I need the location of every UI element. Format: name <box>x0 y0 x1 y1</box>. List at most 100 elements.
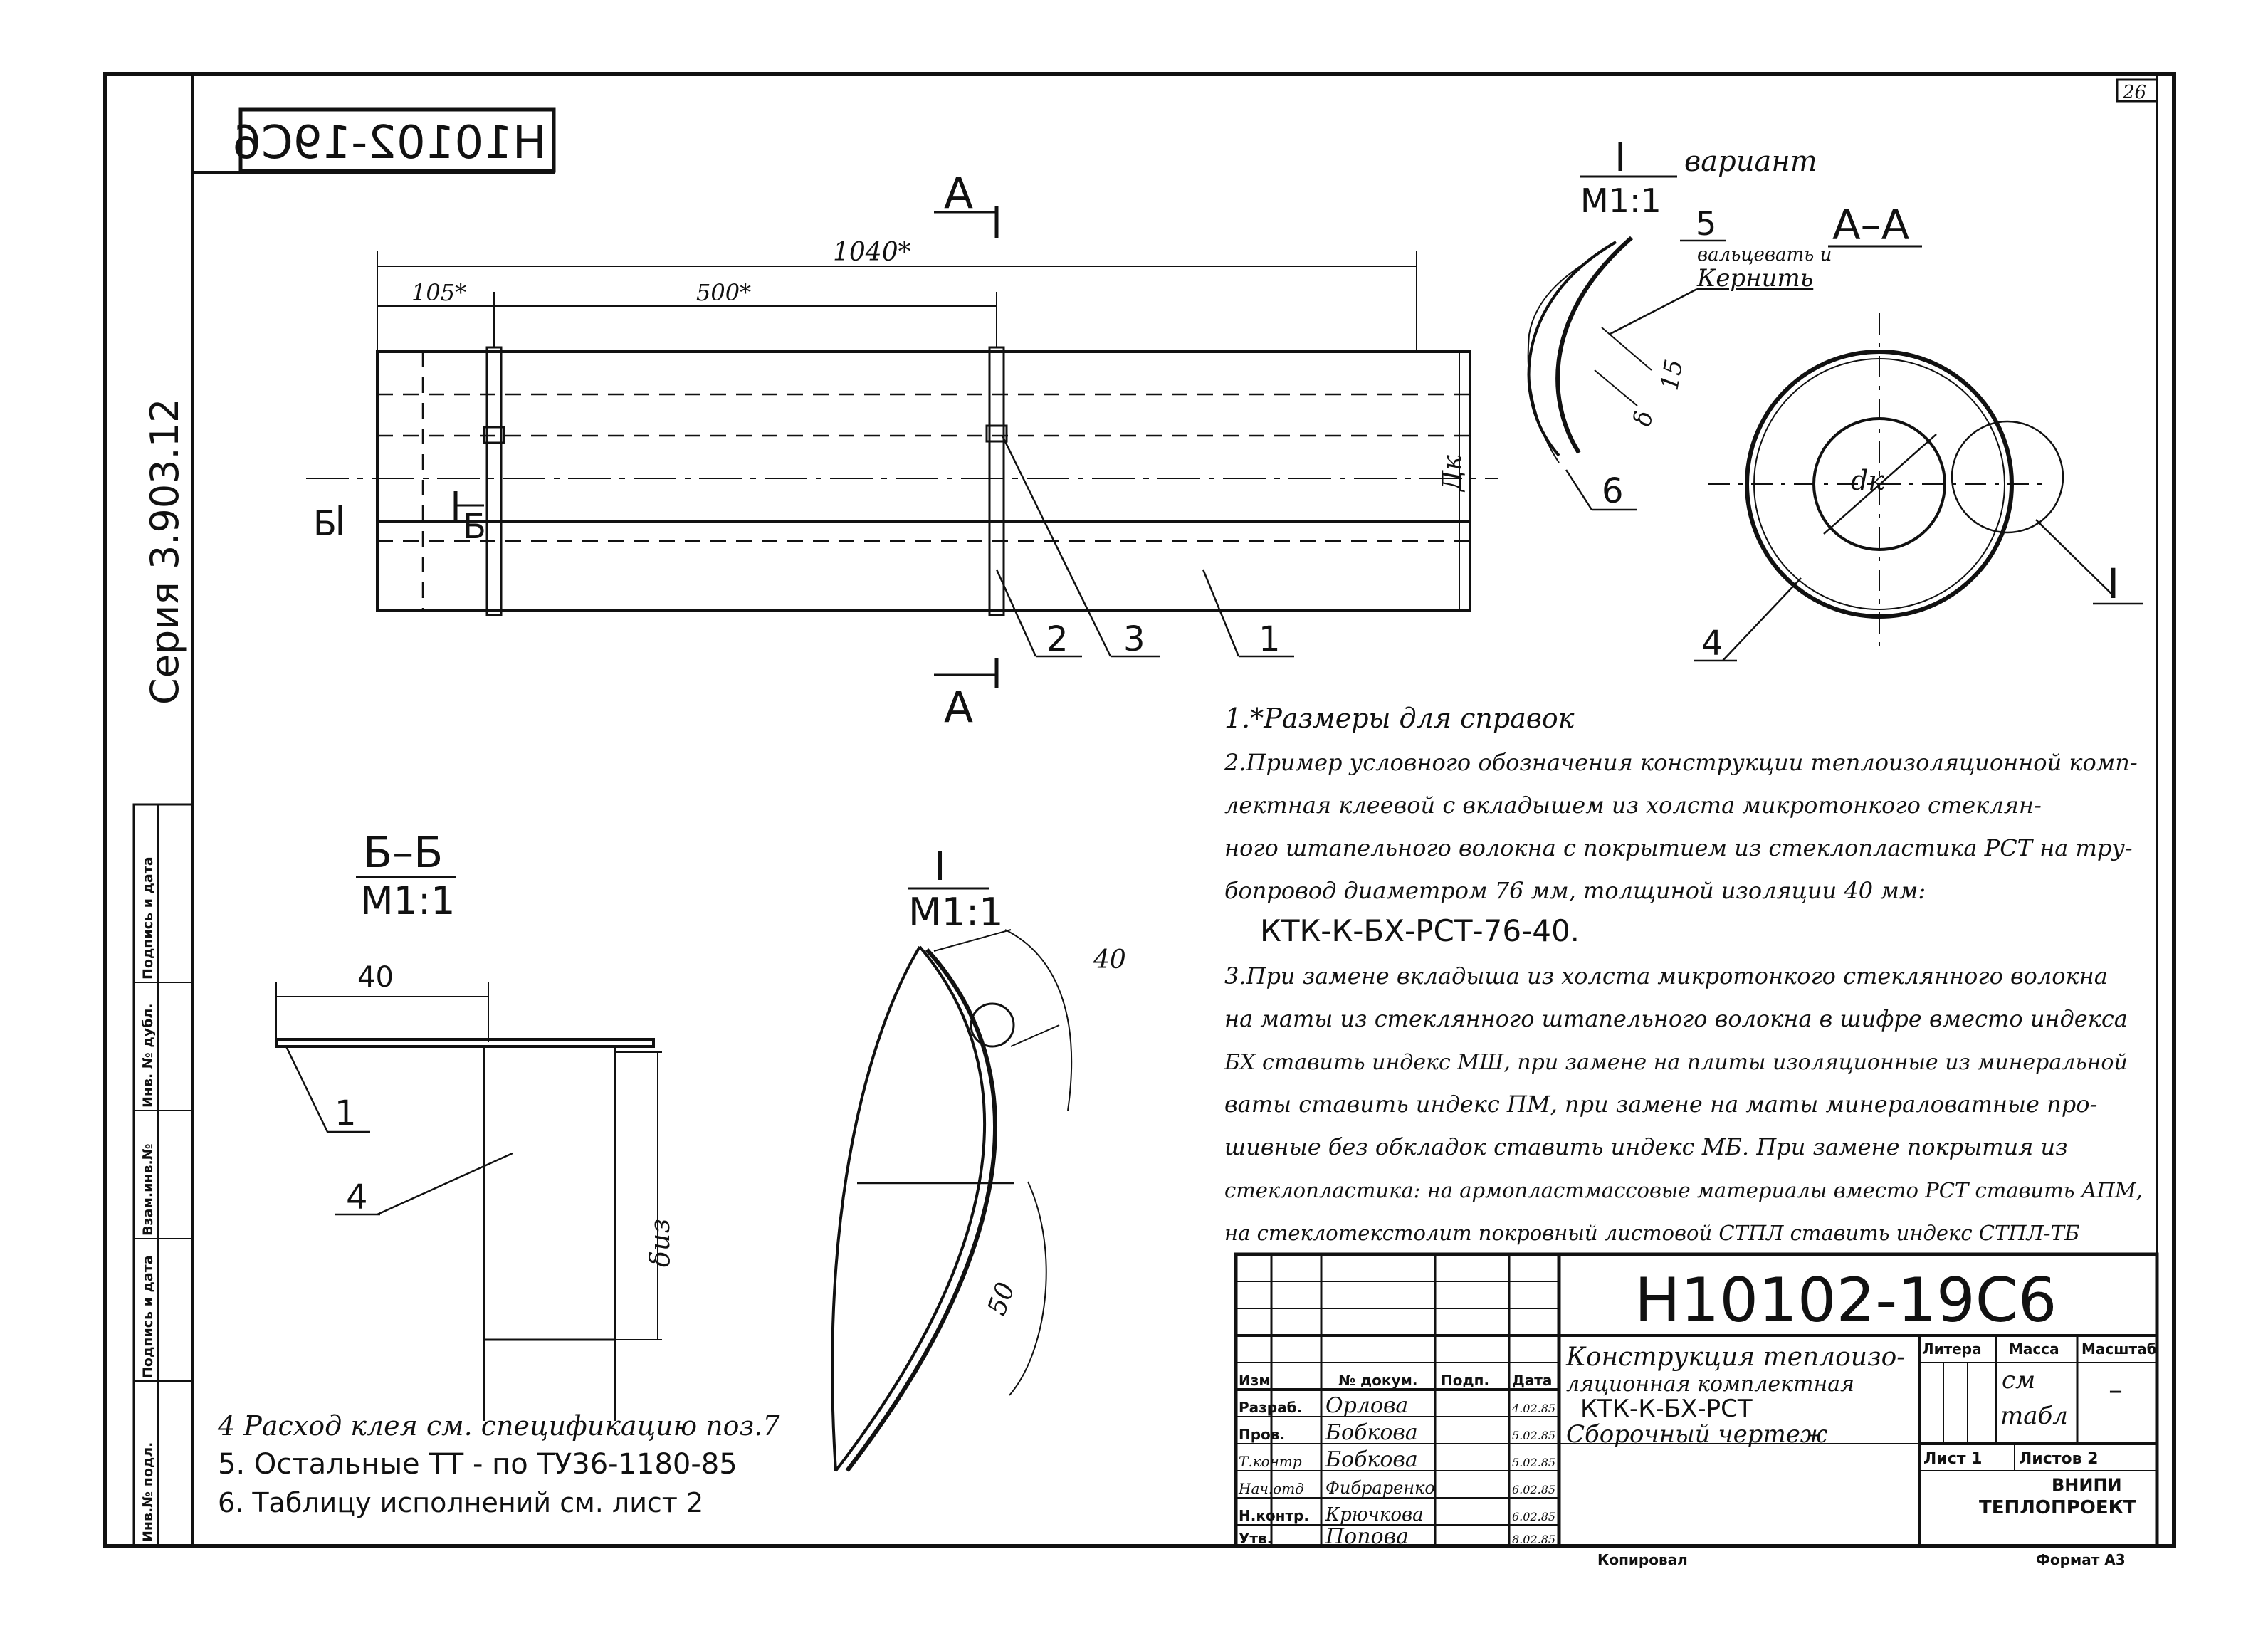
section-aa-pos-4: 4 <box>1701 624 1723 663</box>
massa-label: Масса <box>2009 1340 2059 1358</box>
copied-by-label: Копировал <box>1597 1551 1688 1568</box>
section-bb-insulation <box>483 1045 616 1341</box>
detail-i-dim-50: 50 <box>982 1279 1021 1319</box>
note-5: 5. Остальные ТТ - по ТУ36-1180-85 <box>218 1448 737 1481</box>
section-mark-b-left: Б <box>313 504 337 544</box>
detail-variant-dim-15: 15 <box>1655 357 1689 393</box>
detail-variant-num: I <box>1615 135 1627 181</box>
side-stamp-cell: Подпись и дата <box>140 1255 156 1378</box>
role-label: Т.контр <box>1239 1453 1302 1470</box>
role-label: Нач.отд <box>1238 1480 1304 1497</box>
section-bb-title: Б–Б <box>363 828 443 878</box>
callout-3: 3 <box>1123 619 1145 659</box>
section-bb-cover <box>275 1038 655 1048</box>
masshtab-value: – <box>2109 1374 2123 1407</box>
role-label: Разраб. <box>1239 1399 1302 1416</box>
callout-2: 2 <box>1046 619 1069 659</box>
detail-variant-label: вариант <box>1684 145 1817 178</box>
section-aa: А–А dк I 4 <box>1694 201 2143 663</box>
page-number: 26 <box>2122 82 2146 103</box>
litera-label: Литера <box>1922 1340 1982 1358</box>
detail-i-inner <box>834 945 987 1472</box>
massa-value-2: табл <box>2000 1402 2068 1430</box>
side-stamp-cell: Подпись и дата <box>140 856 156 980</box>
note-4: 4 Расход клея см. спецификацию поз.7 <box>217 1410 780 1442</box>
detail-i-outer <box>831 945 921 1471</box>
head-izm: Изм <box>1239 1372 1271 1389</box>
roll-note-1: вальцевать и <box>1697 244 1832 266</box>
outer-border <box>103 72 2176 1548</box>
title-code: Н10102-19С6 <box>1634 1265 2057 1336</box>
detail-i-weld <box>970 1002 1015 1048</box>
title-name-line-4: Сборочный чертеж <box>1566 1420 1828 1449</box>
role-date: 5.02.85 <box>1512 1456 1555 1469</box>
section-mark-a-bottom: А <box>944 683 973 733</box>
role-date: 4.02.85 <box>1511 1402 1555 1415</box>
section-bb-dim-biz: δиз <box>644 1219 676 1267</box>
note-3-line-1: 3.При замене вкладыша из холста микротон… <box>1224 962 2108 990</box>
listov-label: Листов 2 <box>2019 1450 2098 1468</box>
notes: 1.*Размеры для справок 2.Пример условног… <box>217 703 2143 1518</box>
note-3-line-6: стеклопластика: на армопластмассовые мат… <box>1224 1178 2143 1202</box>
org-line-2: ТЕПЛОПРОЕКТ <box>1979 1497 2136 1518</box>
title-name-line-2: ляционная комплектная <box>1566 1372 1854 1397</box>
side-stamp: Инв.№ подл. Подпись и дата Взам.инв.№ Ин… <box>132 803 194 1548</box>
mirrored-code: Н10102-19С6 <box>232 117 547 169</box>
side-stamp-cell: Инв.№ подл. <box>140 1442 156 1542</box>
role-name: Крючкова <box>1325 1504 1424 1526</box>
note-2-line-1: 2.Пример условного обозначения конструкц… <box>1224 749 2138 776</box>
pipe-outline <box>376 350 1471 612</box>
section-bb-scale: М1:1 <box>360 878 456 923</box>
note-2-line-3: ного штапельного волокна с покрытием из … <box>1224 834 2133 861</box>
list-label: Лист 1 <box>1923 1450 1982 1468</box>
note-3-line-3: БХ ставить индекс МШ, при замене на плит… <box>1224 1050 2128 1075</box>
detail-ref-i: I <box>2107 560 2119 608</box>
detail-variant-pos-6: 6 <box>1602 471 1624 511</box>
detail-i-scale: М1:1 <box>908 890 1004 935</box>
section-bb-pos-4: 4 <box>346 1177 368 1217</box>
detail-i-title: I <box>934 844 946 890</box>
head-doc: № докум. <box>1338 1372 1417 1389</box>
main-view: 1040* 105* 500* Дк А А Б Б 2 3 1 <box>306 169 1498 733</box>
section-bb-dim-40: 40 <box>357 961 394 994</box>
note-3-line-4: ваты ставить индекс ПМ, при замене на ма… <box>1224 1091 2097 1118</box>
side-stamp-cell: Взам.инв.№ <box>140 1143 156 1236</box>
note-1: 1.*Размеры для справок <box>1224 703 1575 734</box>
massa-value-1: см <box>2002 1366 2035 1395</box>
callout-1: 1 <box>1259 619 1281 659</box>
band-left <box>485 346 503 616</box>
note-2-line-2: лектная клеевой с вкладышем из холста ми… <box>1224 792 2042 819</box>
role-label: Н.контр. <box>1239 1507 1309 1524</box>
page-number-box <box>2116 78 2158 103</box>
dim-overall: 1040* <box>833 238 911 267</box>
role-label: Утв. <box>1239 1530 1272 1547</box>
format-label: Формат А3 <box>2036 1551 2126 1568</box>
section-aa-title: А–А <box>1832 201 1910 249</box>
roll-note-2: Кернить <box>1696 264 1813 293</box>
role-label: Пров. <box>1239 1426 1285 1443</box>
org-line-1: ВНИПИ <box>2052 1475 2122 1495</box>
note-3-line-2: на маты из стеклянного штапельного волок… <box>1224 1005 2128 1032</box>
detail-i: I М1:1 40 50 <box>831 844 1126 1472</box>
series-label: Серия 3.903.12 <box>142 399 187 705</box>
note-2-code: КТК-К-БХ-РСТ-76-40. <box>1260 913 1580 948</box>
section-mark-b-right: Б <box>463 507 486 547</box>
detail-variant-pos-5: 5 <box>1696 204 1716 243</box>
note-3-line-7: на стеклотекстолит покровный листовой СТ… <box>1224 1221 2079 1245</box>
role-date: 6.02.85 <box>1512 1483 1555 1496</box>
detail-variant: I М1:1 вариант 15 δ 5 вальцевать и Керни… <box>1527 135 1832 511</box>
role-date: 8.02.85 <box>1512 1533 1555 1546</box>
title-name-line-3: КТК-К-БХ-РСТ <box>1580 1395 1753 1423</box>
role-date: 6.02.85 <box>1512 1510 1555 1523</box>
masshtab-label: Масштаб <box>2081 1340 2157 1358</box>
detail-variant-dim-delta: δ <box>1628 409 1659 428</box>
head-date: Дата <box>1512 1372 1552 1389</box>
role-name: Бобкова <box>1325 1420 1418 1445</box>
dim-dk: Дк <box>1438 455 1467 493</box>
side-stamp-cell: Инв. № дубл. <box>140 1004 156 1108</box>
band-right <box>988 346 1005 616</box>
section-bb: Б–Б М1:1 40 δиз 1 4 <box>275 828 676 1421</box>
head-sign: Подп. <box>1441 1372 1489 1389</box>
detail-variant-shell <box>1527 241 1617 457</box>
